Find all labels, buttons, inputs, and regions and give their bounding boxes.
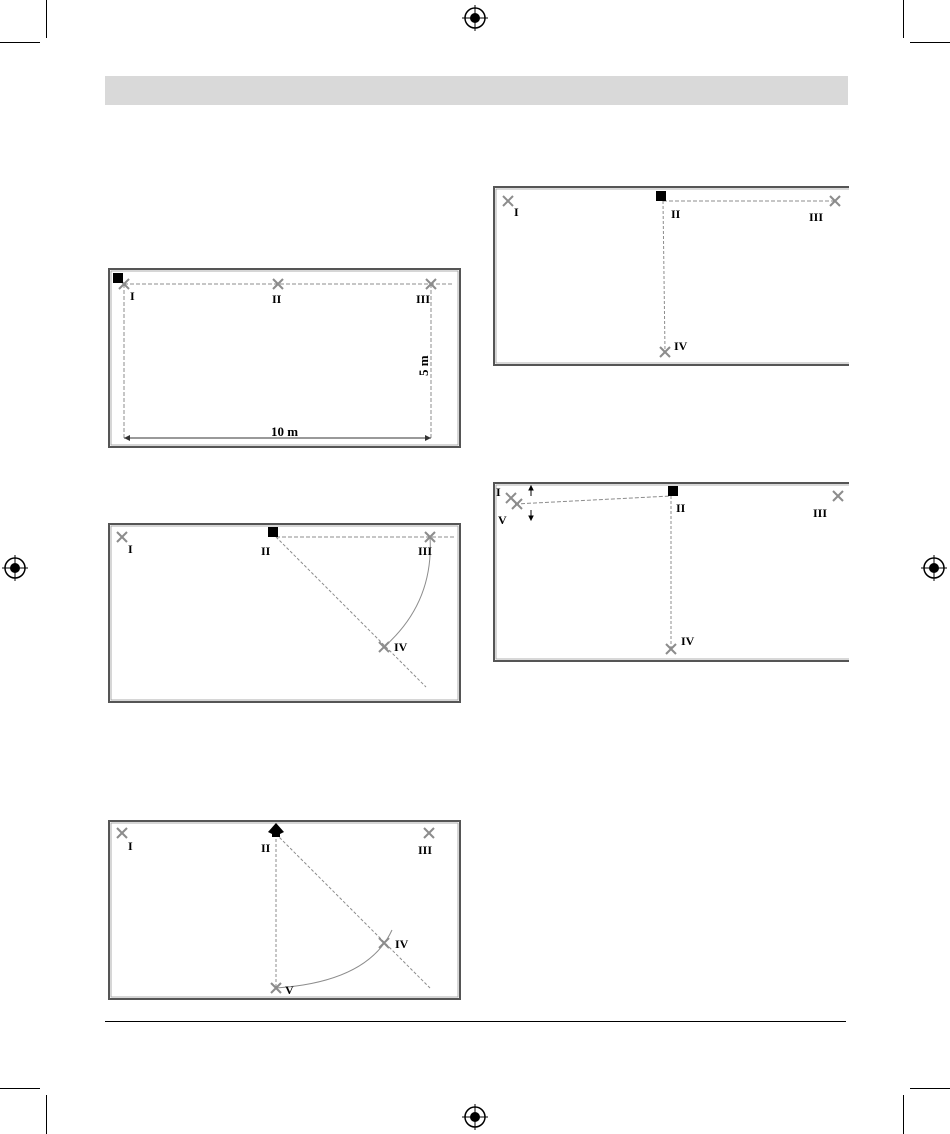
cross-marker-icon xyxy=(424,828,434,838)
cross-marker-icon xyxy=(379,642,389,652)
registration-mark-icon xyxy=(462,1104,488,1130)
point-label: IV xyxy=(394,640,408,654)
point-label: II xyxy=(676,501,686,515)
point-label: IV xyxy=(395,937,409,951)
point-label: II xyxy=(261,841,271,855)
crop-mark xyxy=(0,42,40,43)
point-label: I xyxy=(128,542,133,556)
crop-mark xyxy=(903,0,904,38)
section-header-bar xyxy=(105,76,848,105)
laser-device-icon xyxy=(268,823,284,837)
laser-device-icon xyxy=(113,273,123,283)
figure-arc-step-1: I II III IV xyxy=(108,523,462,705)
registration-mark-icon xyxy=(2,555,28,581)
point-label: II xyxy=(671,207,681,221)
cross-marker-icon xyxy=(512,499,522,509)
cross-marker-icon xyxy=(117,828,127,838)
point-label: I xyxy=(496,485,501,499)
figure-rectangle-layout: I II III 10 m 5 m xyxy=(108,268,462,450)
point-label: III xyxy=(418,843,432,857)
point-label: IV xyxy=(674,339,688,353)
laser-device-icon xyxy=(668,486,678,496)
cross-marker-icon xyxy=(666,644,676,654)
point-label: V xyxy=(285,983,294,997)
laser-device-icon xyxy=(656,191,666,201)
registration-mark-icon xyxy=(462,5,488,31)
crop-mark xyxy=(0,1088,40,1089)
figure-closing-check: I V II III IV xyxy=(493,482,850,664)
point-label: III xyxy=(813,506,827,520)
laser-device-icon xyxy=(268,527,278,537)
height-dimension-label: 5 m xyxy=(416,355,431,376)
cross-marker-icon xyxy=(379,938,389,948)
registration-mark-icon xyxy=(921,555,947,581)
width-dimension-label: 10 m xyxy=(271,424,298,439)
crop-mark xyxy=(46,0,47,38)
point-label: I xyxy=(130,289,135,303)
cross-marker-icon xyxy=(117,532,127,542)
figure-arc-step-2: I II III IV V xyxy=(108,820,462,1002)
crop-mark xyxy=(910,1088,950,1089)
point-label: IV xyxy=(681,634,695,648)
cross-marker-icon xyxy=(503,196,513,206)
crop-mark xyxy=(46,1095,47,1134)
point-label: V xyxy=(498,513,507,527)
point-label: III xyxy=(416,292,430,306)
crop-mark xyxy=(910,42,950,43)
point-label: III xyxy=(809,210,823,224)
point-label: I xyxy=(514,205,519,219)
figure-right-angle: I II III IV xyxy=(493,186,850,368)
footer-rule xyxy=(105,1021,846,1022)
crop-mark xyxy=(903,1095,904,1134)
point-label: III xyxy=(418,544,432,558)
point-label: I xyxy=(128,839,133,853)
cross-marker-icon xyxy=(833,491,843,501)
point-label: II xyxy=(272,292,282,306)
point-label: II xyxy=(261,544,271,558)
